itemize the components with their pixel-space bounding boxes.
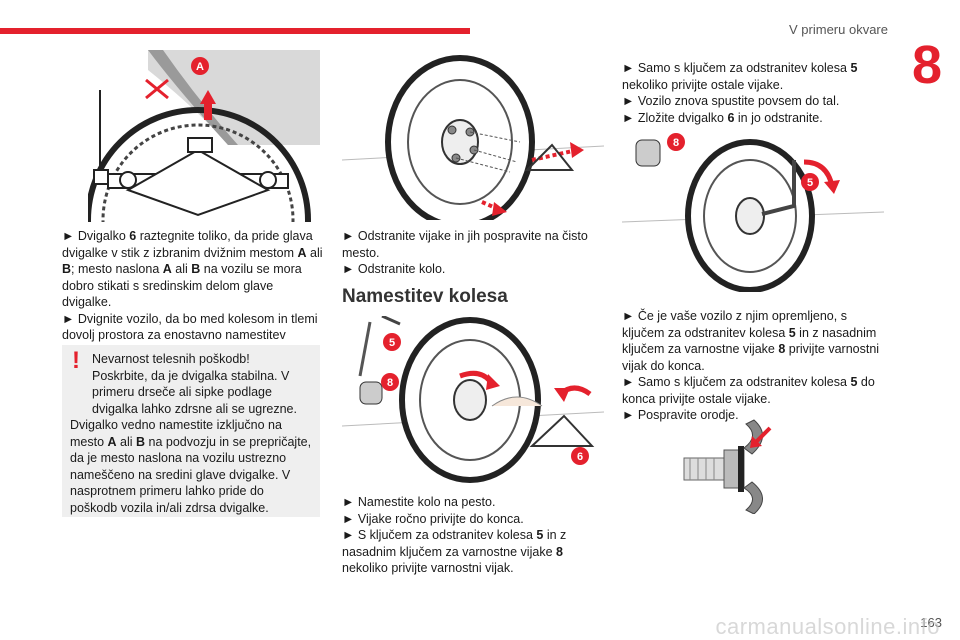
warning-box: ! Nevarnost telesnih poškodb! Poskrbite,… xyxy=(62,345,320,517)
column-2-bottom: ► Namestite kolo na pesto. ► Vijake ročn… xyxy=(342,494,604,577)
instruction-store-tools: ► Pospravite orodje. xyxy=(622,408,739,422)
page-number: 163 xyxy=(920,615,942,630)
instruction-tighten-other-bolts: ► Samo s ključem za odstranitev kolesa 5… xyxy=(622,61,858,92)
instruction-lower-vehicle: ► Vozilo znova spustite povsem do tal. xyxy=(622,94,840,108)
section-title: V primeru okvare xyxy=(789,22,888,37)
instruction-mount-wheel: ► Namestite kolo na pesto. xyxy=(342,495,496,509)
label-5b: 5 xyxy=(807,177,813,189)
warning-title: Nevarnost telesnih poškodb! xyxy=(92,352,250,366)
instruction-raise-jack: ► Dvigalko 6 raztegnite toliko, da pride… xyxy=(62,229,323,309)
instruction-security-bolt-fully: ► Če je vaše vozilo z njim opremljeno, s… xyxy=(622,309,880,373)
fit-wheel-illustration: 5 8 6 xyxy=(342,316,604,483)
instruction-fold-jack: ► Zložite dvigalko 6 in jo odstranite. xyxy=(622,110,823,125)
bolt-illustration xyxy=(683,419,772,514)
column-1: ► Dvigalko 6 raztegnite toliko, da pride… xyxy=(62,228,324,360)
warning-line-1: Poskrbite, da je dvigalka stabilna. V pr… xyxy=(92,368,297,416)
chapter-number: 8 xyxy=(911,35,942,95)
column-3-bottom: ► Če je vaše vozilo z njim opremljeno, s… xyxy=(622,308,884,424)
instruction-remove-wheel: ► Odstranite kolo. xyxy=(342,262,446,276)
label-6: 6 xyxy=(577,451,583,463)
warning-line-2: Dvigalko vedno namestite izključno na me… xyxy=(70,418,312,515)
column-3-top: ► Samo s ključem za odstranitev kolesa 5… xyxy=(622,60,884,126)
instruction-tighten-remaining: ► Samo s ključem za odstranitev kolesa 5… xyxy=(622,375,875,406)
top-red-bar xyxy=(0,28,470,34)
column-2-top: ► Odstranite vijake in jih pospravite na… xyxy=(342,228,604,278)
jack-illustration: A xyxy=(88,50,320,222)
label-5: 5 xyxy=(389,337,395,349)
watermark-text: carmanualsonline.info xyxy=(715,614,940,639)
instruction-tighten-security-bolt: ► S ključem za odstranitev kolesa 5 in z… xyxy=(342,528,567,575)
label-8: 8 xyxy=(387,377,393,389)
label-8b: 8 xyxy=(673,137,679,149)
instruction-hand-tighten: ► Vijake ročno privijte do konca. xyxy=(342,511,524,526)
warning-icon: ! xyxy=(72,347,80,374)
label-A: A xyxy=(196,61,204,73)
heading-wheel-fitting: Namestitev kolesa xyxy=(342,286,508,307)
instruction-remove-bolts: ► Odstranite vijake in jih pospravite na… xyxy=(342,229,588,260)
tighten-wheel-illustration: 8 5 xyxy=(622,133,884,292)
remove-bolts-illustration xyxy=(342,55,604,220)
